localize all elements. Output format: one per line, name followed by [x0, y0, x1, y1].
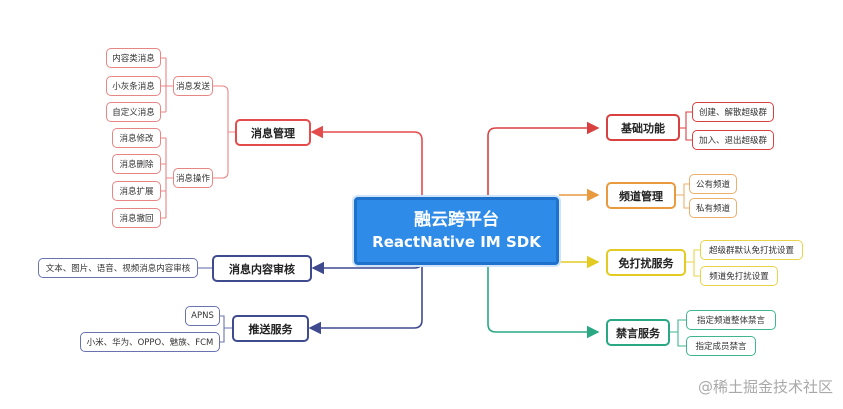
leaf-gray-bar-message[interactable]: 小灰条消息	[106, 76, 161, 96]
leaf-media-audit[interactable]: 文本、图片、语音、视频消息内容审核	[38, 258, 198, 278]
branch-channel-management[interactable]: 频道管理	[606, 182, 676, 209]
central-topic[interactable]: 融云跨平台 ReactNative IM SDK	[354, 197, 559, 265]
central-topic-title: 融云跨平台	[414, 210, 499, 230]
central-topic-subtitle: ReactNative IM SDK	[372, 233, 541, 251]
leaf-message-extend[interactable]: 消息扩展	[112, 181, 161, 201]
branch-basic-functions[interactable]: 基础功能	[606, 114, 680, 141]
branch-push-service[interactable]: 推送服务	[232, 315, 309, 342]
watermark: @稀土掘金技术社区	[697, 378, 833, 396]
line-to-msg-mgmt	[310, 125, 423, 197]
leaf-create-dissolve-group[interactable]: 创建、解散超级群	[692, 102, 774, 122]
leaf-public-channel[interactable]: 公有频道	[689, 174, 737, 194]
leaf-message-delete[interactable]: 消息删除	[112, 154, 161, 174]
leaf-message-recall[interactable]: 消息撤回	[112, 208, 161, 228]
branch-mute-service[interactable]: 禁言服务	[606, 319, 670, 346]
sub-branch-message-ops[interactable]: 消息操作	[173, 168, 213, 188]
leaf-vendor-push[interactable]: 小米、华为、OPPO、魅族、FCM	[80, 332, 220, 352]
leaf-custom-message[interactable]: 自定义消息	[106, 102, 161, 122]
line-to-basic	[487, 121, 600, 197]
leaf-apns[interactable]: APNS	[185, 306, 220, 326]
leaf-channel-mute[interactable]: 指定频道整体禁言	[686, 310, 776, 330]
leaf-join-leave-group[interactable]: 加入、退出超级群	[692, 130, 774, 150]
leaf-private-channel[interactable]: 私有频道	[689, 198, 737, 218]
sub-branch-message-send[interactable]: 消息发送	[173, 76, 213, 96]
leaf-channel-dnd[interactable]: 频道免打扰设置	[700, 266, 778, 286]
branch-content-audit[interactable]: 消息内容审核	[212, 255, 312, 282]
leaf-message-edit[interactable]: 消息修改	[112, 128, 161, 148]
branch-message-management[interactable]: 消息管理	[235, 119, 311, 146]
leaf-content-message[interactable]: 内容类消息	[106, 48, 161, 68]
leaf-member-mute[interactable]: 指定成员禁言	[686, 336, 756, 356]
line-to-push	[308, 265, 423, 335]
line-to-mute	[487, 265, 600, 339]
leaf-group-default-dnd[interactable]: 超级群默认免打扰设置	[700, 240, 803, 260]
branch-dnd-service[interactable]: 免打扰服务	[606, 249, 686, 276]
